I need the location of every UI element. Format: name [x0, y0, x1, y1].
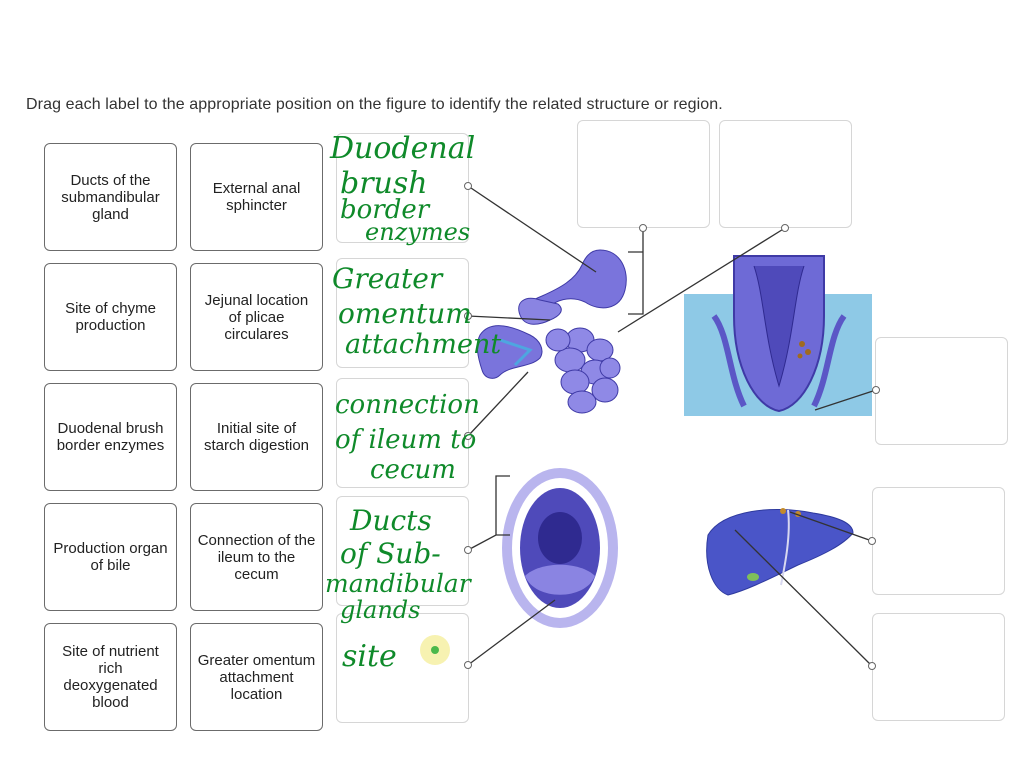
handwriting-line: border: [340, 195, 431, 225]
handwriting-line: glands: [340, 596, 420, 624]
handwritten-annotations: Duodenal brush border enzymes Greater om…: [325, 131, 501, 674]
liver-figure: [706, 508, 854, 596]
handwriting-line: site: [342, 639, 397, 674]
drop-target[interactable]: [336, 258, 469, 368]
label-tile[interactable]: Connection of the ileum to the cecum: [190, 503, 323, 611]
label-tile[interactable]: Greater omentum attachment location: [190, 623, 323, 731]
label-tile[interactable]: Site of chyme production: [44, 263, 177, 371]
label-tile[interactable]: External anal sphincter: [190, 143, 323, 251]
digestive-tract-figure: [476, 249, 627, 414]
handwriting-line: attachment: [345, 329, 501, 360]
handwriting-line: mandibular: [325, 569, 473, 598]
handwriting-line: brush: [340, 166, 428, 201]
drop-target[interactable]: [872, 487, 1005, 595]
drop-target[interactable]: [577, 120, 710, 228]
handwriting-line: Duodenal: [329, 131, 475, 166]
oral-cavity-figure: [502, 468, 618, 628]
label-tile[interactable]: Production organ of bile: [44, 503, 177, 611]
handwriting-line: connection: [335, 390, 480, 420]
handwriting-line: cecum: [370, 455, 456, 485]
instruction-text: Drag each label to the appropriate posit…: [26, 96, 723, 113]
handwriting-line: of Sub-: [340, 537, 441, 570]
drop-target[interactable]: [875, 337, 1008, 445]
drop-target[interactable]: [336, 613, 469, 723]
anal-canal-figure: [684, 255, 872, 416]
handwriting-line: Ducts: [349, 504, 432, 537]
handwriting-line: omentum: [338, 297, 472, 330]
label-tile[interactable]: Duodenal brush border enzymes: [44, 383, 177, 491]
label-tile[interactable]: Initial site of starch digestion: [190, 383, 323, 491]
label-tile[interactable]: Ducts of the submandibular gland: [44, 143, 177, 251]
handwriting-line: Greater: [332, 262, 444, 295]
drop-target[interactable]: [336, 496, 469, 606]
label-tile[interactable]: Jejunal location of plicae circulares: [190, 263, 323, 371]
drop-target[interactable]: [719, 120, 852, 228]
handwriting-line: enzymes: [365, 218, 470, 246]
label-tile[interactable]: Site of nutrient rich deoxygenated blood: [44, 623, 177, 731]
handwriting-line: of ileum to: [335, 425, 476, 455]
